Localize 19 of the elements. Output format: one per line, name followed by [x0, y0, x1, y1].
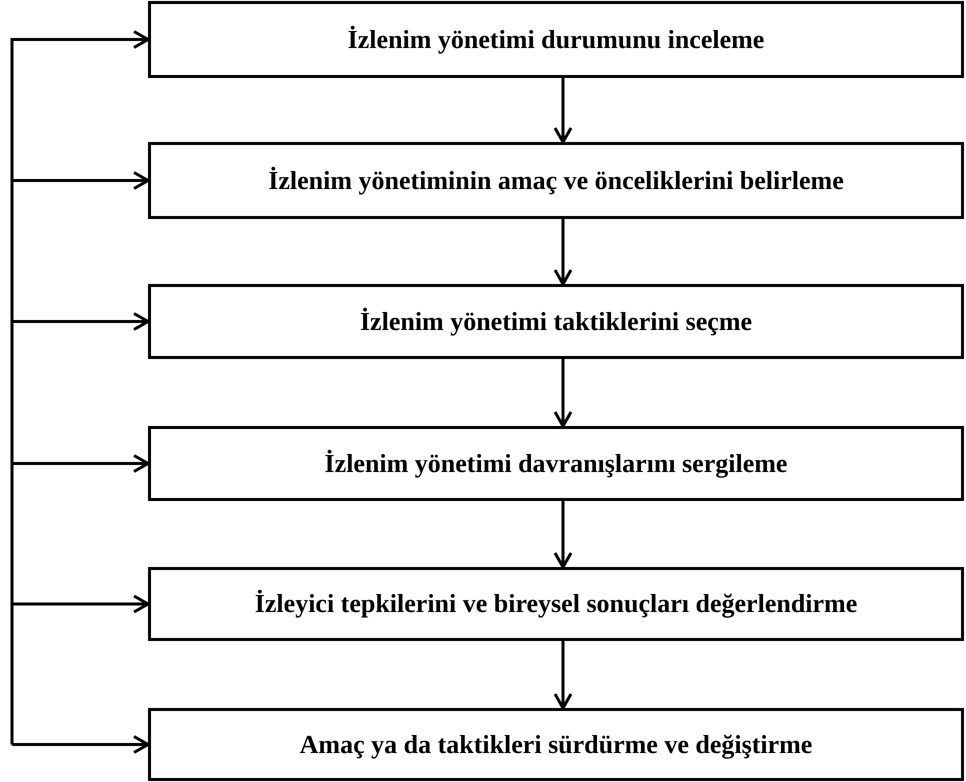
- process-box: [148, 284, 964, 359]
- step-text: İzlenim yönetimi durumunu inceleme: [348, 24, 764, 54]
- arrow: [554, 501, 572, 568]
- process-box: [148, 1, 964, 78]
- arrow: [554, 219, 572, 286]
- arrow: [554, 359, 572, 428]
- process-box: [148, 426, 964, 501]
- feedback-arrow: [10, 735, 150, 754]
- arrow: [554, 641, 572, 710]
- step-text: İzlenim yönetimi taktiklerini seçme: [360, 306, 752, 336]
- arrow: [554, 78, 572, 144]
- step-text: Amaç ya da taktikleri sürdürme ve değiştirme: [300, 730, 812, 760]
- process-box: [148, 567, 964, 641]
- step-text: İzlenim yönetimi davranışlarını sergileme: [324, 448, 788, 478]
- process-box: [148, 708, 964, 781]
- feedback-arrow: [10, 594, 150, 744]
- step-text: İzleyici tepkilerini ve bireysel sonuçları değerlendirme: [254, 589, 858, 619]
- step-text: İzlenim yönetiminin amaç ve önceliklerini belirleme: [268, 166, 844, 196]
- process-box: [148, 142, 964, 219]
